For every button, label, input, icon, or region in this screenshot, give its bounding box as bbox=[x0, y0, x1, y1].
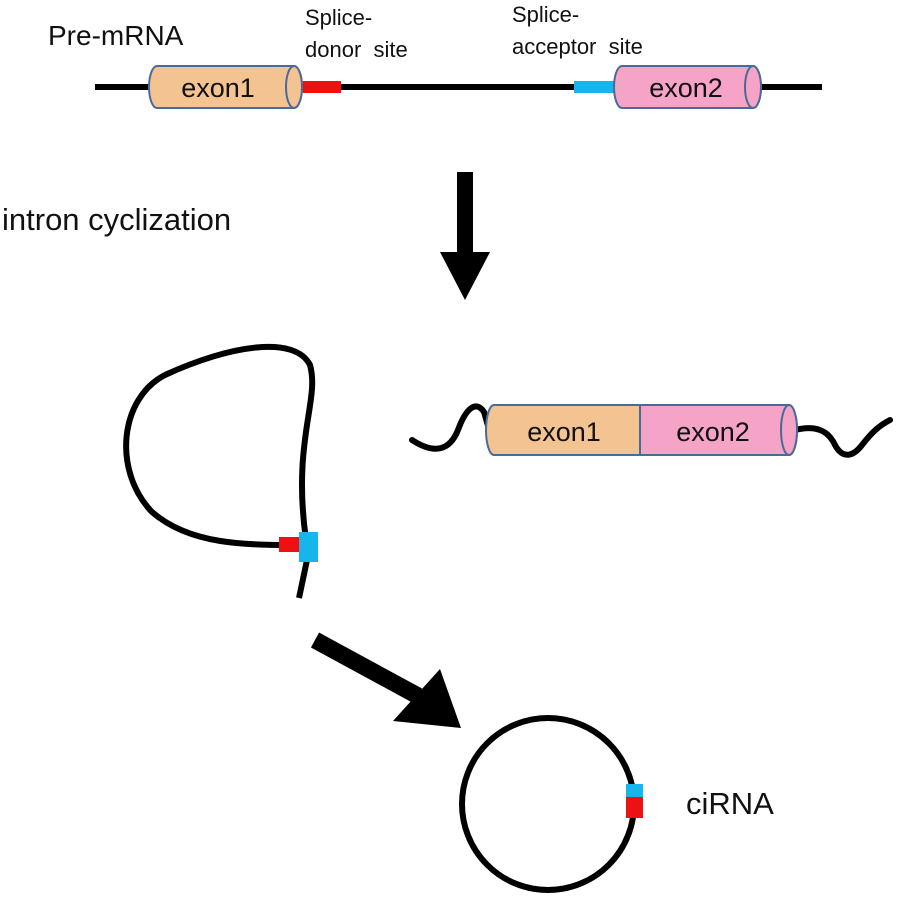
lariat-acceptor-site bbox=[299, 532, 318, 562]
donor-label-line2: donor site bbox=[305, 37, 408, 62]
step-label: intron cyclization bbox=[2, 202, 231, 237]
mrna-left-tail bbox=[409, 403, 497, 452]
spliced-exons-cap bbox=[780, 404, 798, 456]
exon1-cylinder: exon1 bbox=[148, 65, 303, 109]
acceptor-label-line1: Splice- bbox=[512, 2, 579, 27]
spliced-exon2-label: exon2 bbox=[676, 417, 750, 447]
splice-donor-site bbox=[303, 81, 341, 93]
exon1-cap bbox=[285, 65, 303, 109]
exon2-cap bbox=[744, 65, 762, 109]
mrna-right-tail bbox=[792, 417, 893, 458]
donor-label-line1: Splice- bbox=[305, 5, 372, 30]
exon2-label: exon2 bbox=[649, 73, 723, 103]
cirna-circle bbox=[459, 715, 637, 893]
down-arrow-icon bbox=[440, 172, 490, 300]
lariat-tail bbox=[296, 559, 310, 599]
diagonal-arrow-icon bbox=[310, 632, 461, 728]
spliced-exons-cylinder: exon1 exon2 bbox=[485, 404, 798, 456]
premrna-title: Pre-mRNA bbox=[48, 20, 184, 51]
splice-acceptor-site bbox=[574, 81, 614, 93]
cirna-acceptor-site bbox=[626, 784, 643, 798]
lariat-donor-site bbox=[279, 537, 301, 552]
exon1-label: exon1 bbox=[181, 73, 255, 103]
cirna-donor-site bbox=[626, 797, 643, 818]
cirna-label: ciRNA bbox=[686, 786, 774, 821]
spliced-exon1-label: exon1 bbox=[527, 417, 601, 447]
spliced-exon1-body bbox=[485, 404, 641, 456]
lariat-loop bbox=[123, 343, 316, 548]
acceptor-label-line2: acceptor site bbox=[512, 34, 643, 59]
exon2-cylinder: exon2 bbox=[613, 65, 762, 109]
